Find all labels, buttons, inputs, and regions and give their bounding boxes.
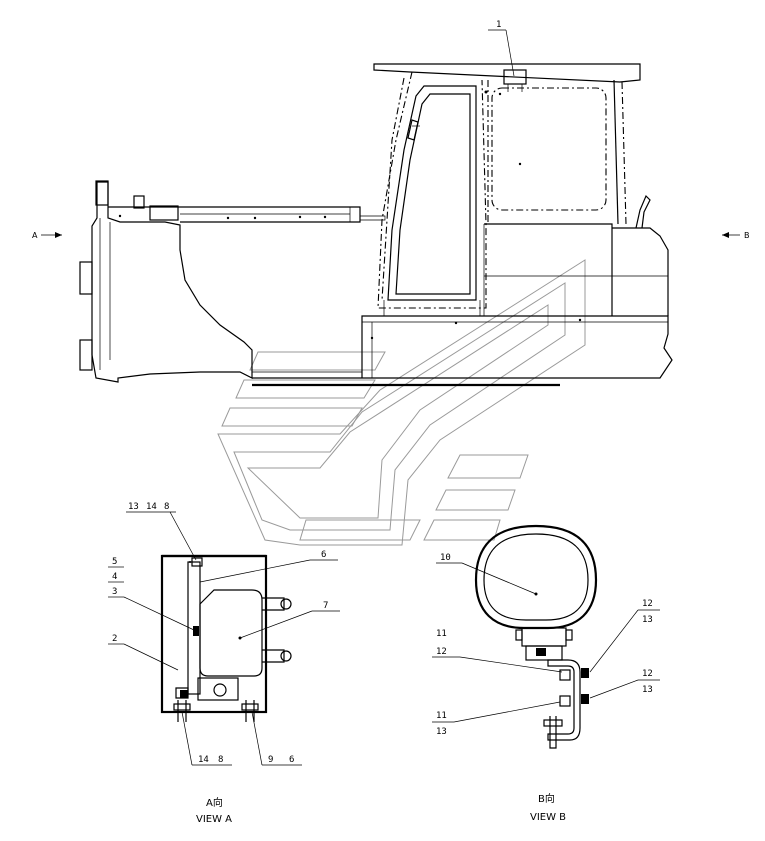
hood-top-rail <box>108 206 361 223</box>
svg-text:8: 8 <box>164 502 169 512</box>
work-lamp-body <box>199 589 263 677</box>
svg-text:14: 14 <box>198 755 209 765</box>
svg-text:13: 13 <box>642 685 653 695</box>
watermark-logo <box>217 259 586 546</box>
svg-text:4: 4 <box>112 572 117 582</box>
view-a-callout-left: 5 4 3 <box>108 557 195 631</box>
lamp-l-bracket <box>547 659 581 741</box>
svg-text:B: B <box>744 231 750 240</box>
svg-text:2: 2 <box>112 634 117 644</box>
svg-text:11: 11 <box>436 711 447 721</box>
main-side-view: A B <box>32 20 750 387</box>
svg-text:8: 8 <box>218 755 223 765</box>
svg-text:6: 6 <box>289 755 294 765</box>
view-b-callout-11-12: 11 12 <box>432 629 563 673</box>
svg-text:1: 1 <box>496 20 501 30</box>
svg-text:3: 3 <box>112 587 117 597</box>
cab-roof <box>373 63 641 83</box>
rear-lamp-upper <box>79 261 93 295</box>
view-b-caption-en: VIEW B <box>530 812 566 823</box>
svg-text:A: A <box>32 231 38 240</box>
svg-text:5: 5 <box>112 557 117 567</box>
view-arrow-a: A <box>32 231 62 240</box>
view-a-callout-bottom-left: 14 8 <box>181 711 232 766</box>
operator-cab <box>373 63 641 316</box>
view-b-callout-left-low: 11 13 <box>432 701 561 737</box>
callout-1: 1 <box>488 20 515 77</box>
svg-text:9: 9 <box>268 755 273 765</box>
lamp-head-outer <box>474 524 598 630</box>
view-a-callout-6: 6 <box>199 550 338 583</box>
svg-text:13: 13 <box>436 727 447 737</box>
roof-lamp-bracket <box>503 69 527 85</box>
fender-deck <box>252 315 673 379</box>
view-a-callout-top: 13 14 8 <box>126 502 197 561</box>
view-a-callout-bottom-right: 9 6 <box>251 711 302 766</box>
control-lever <box>635 194 651 229</box>
cab-outline <box>377 71 487 309</box>
svg-text:10: 10 <box>440 553 451 563</box>
lamp-head-inner <box>483 533 589 621</box>
view-b-callout-right-top: 12 13 <box>589 599 660 673</box>
svg-text:6: 6 <box>321 550 326 560</box>
svg-text:14: 14 <box>146 502 157 512</box>
view-a-callout-7: 7 <box>238 601 340 640</box>
view-arrow-b: B <box>722 231 750 240</box>
view-a-caption-cn: A向 <box>206 796 223 809</box>
view-b-callout-right-mid: 12 13 <box>589 669 660 699</box>
svg-text:12: 12 <box>642 599 653 609</box>
view-a-callout-2: 2 <box>108 634 179 671</box>
cab-door-frame <box>387 85 477 301</box>
right-body-box <box>484 223 669 316</box>
svg-text:12: 12 <box>642 669 653 679</box>
svg-text:11: 11 <box>436 629 447 639</box>
cab-rear-window <box>491 87 607 211</box>
svg-text:13: 13 <box>128 502 139 512</box>
svg-text:13: 13 <box>642 615 653 625</box>
svg-text:7: 7 <box>323 601 328 611</box>
view-a: 13 14 8 5 4 3 2 6 7 <box>108 502 340 825</box>
rear-lamp-lower <box>79 339 93 371</box>
view-b: 10 11 12 12 13 12 13 11 13 <box>432 524 660 823</box>
view-b-caption-cn: B向 <box>538 792 555 805</box>
view-a-caption-en: VIEW A <box>196 814 232 825</box>
rear-hood-outline <box>91 181 253 383</box>
view-b-callout-10: 10 <box>436 553 538 596</box>
svg-text:12: 12 <box>436 647 447 657</box>
